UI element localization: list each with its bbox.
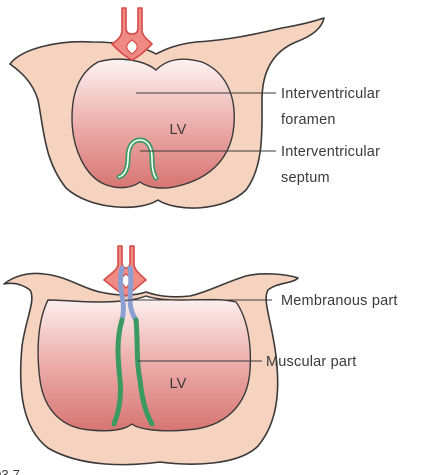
figure-caption-fragment: 03.7 — [0, 467, 20, 475]
bottom-membranous-septum — [121, 268, 124, 320]
top-septum-label-line2: septum — [281, 170, 330, 186]
bottom-great-vessel — [104, 246, 146, 296]
top-foramen-label-line1: Interventricular — [281, 86, 380, 102]
top-lv-label: LV — [169, 122, 186, 138]
top-heart-figure: LV Interventricular foramen Interventric… — [10, 8, 380, 208]
bottom-heart-figure: LV Membranous part Muscular part — [4, 246, 398, 465]
top-foramen-label-line2: foramen — [281, 112, 336, 128]
bottom-membranous-label: Membranous part — [281, 293, 398, 309]
top-septum-label-line1: Interventricular — [281, 144, 380, 160]
bottom-lv-label: LV — [169, 376, 186, 392]
bottom-muscular-label: Muscular part — [266, 354, 356, 370]
